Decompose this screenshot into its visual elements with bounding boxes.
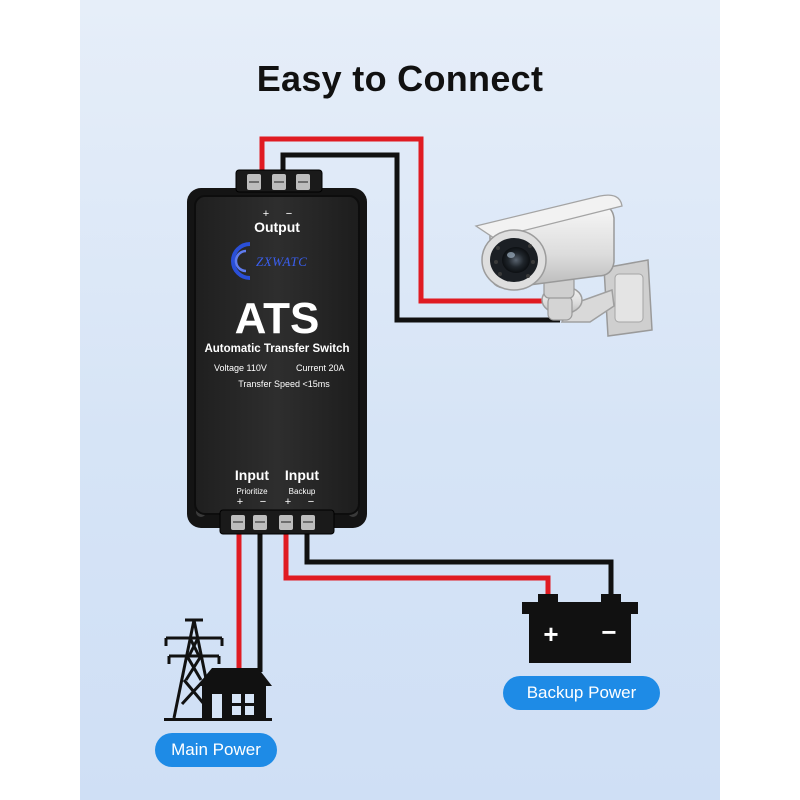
output-red-wire [259, 136, 548, 304]
input-prioritize-label: Input [235, 467, 270, 483]
zxwatc-logo-icon [231, 242, 251, 280]
input-terminal-block [219, 509, 335, 535]
security-camera-icon [474, 194, 653, 337]
background-panel [80, 0, 720, 800]
page-title: Easy to Connect [256, 58, 544, 99]
device-subtitle: Automatic Transfer Switch [204, 343, 349, 355]
input-prioritize-plus: + [237, 496, 243, 508]
device-name: ATS [235, 294, 320, 343]
current-spec: Current 20A [296, 363, 345, 373]
wires [236, 136, 614, 690]
brand-logo-text: ZXWATC [256, 254, 307, 269]
battery-plus-label: + [543, 619, 558, 649]
input-backup-minus: − [308, 496, 314, 508]
output-label: Output [254, 219, 300, 235]
transfer-speed-spec: Transfer Speed <15ms [238, 379, 330, 389]
ats-device: + − Output ZXWATC ATS Automatic Transfer… [187, 169, 367, 535]
battery-minus-label: − [601, 617, 616, 647]
battery-icon: + − [522, 594, 638, 663]
main-power-label: Main Power [155, 733, 277, 767]
input-backup-sub: Backup [289, 487, 316, 496]
input-prioritize-minus: − [260, 496, 266, 508]
output-terminal-block [235, 169, 323, 193]
output-plus-label: + [263, 208, 269, 220]
output-minus-label: − [286, 208, 292, 220]
house-icon [164, 668, 272, 721]
backup-red-wire [283, 528, 551, 600]
input-backup-label: Input [285, 467, 320, 483]
backup-black-wire [304, 528, 614, 600]
output-black-wire [280, 152, 560, 323]
voltage-spec: Voltage 110V [214, 363, 267, 373]
input-prioritize-sub: Prioritize [236, 487, 268, 496]
backup-power-label: Backup Power [503, 676, 660, 710]
input-backup-plus: + [285, 496, 291, 508]
